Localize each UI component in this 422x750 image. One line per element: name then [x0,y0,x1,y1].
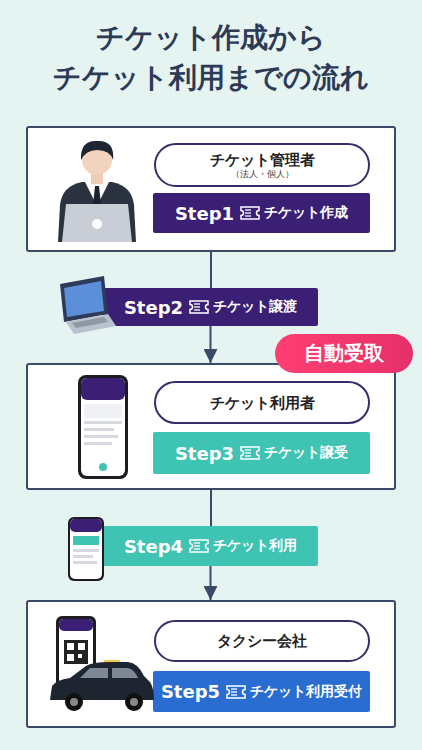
ticket-line [245,452,251,453]
diagram-title: チケット作成から チケット利用までの流れ [20,18,402,98]
step-label: チケット譲渡 [213,298,297,316]
ticket-line [231,694,237,695]
flow-connector [210,566,212,600]
ticket-outline [241,207,259,219]
ticket-line [245,212,251,213]
ticket-line [194,303,200,304]
stage-box: チケット利用者 Step3 チケット譲受 [26,363,396,490]
ticket-line [245,455,251,456]
step-band: Step3 チケット譲受 [153,432,370,474]
step-label: チケット譲受 [264,444,348,462]
step-band: Step4 チケット利用 [103,526,318,566]
laptop-illustration [60,276,116,334]
ticket-line [231,691,237,692]
step-band: Step5 チケット利用受付 [153,671,370,712]
ticket-line [245,209,251,210]
step-number: Step1 [175,203,234,224]
stage-box: タクシー会社 Step5 チケット利用受付 [26,600,396,728]
role-name: タクシー会社 [217,632,307,650]
ticket-outline [190,301,208,313]
role-note: （法人・個人） [231,169,294,180]
phone-illustration [78,375,128,479]
ticket-icon [226,685,246,699]
auto-badge: 自動受取 [275,334,413,373]
ticket-icon [189,300,209,314]
role-pill: チケット利用者 [154,381,370,424]
ticket-line [194,545,200,546]
step-number: Step4 [124,536,183,557]
step-band: Step1 チケット作成 [153,193,370,233]
ticket-icon [240,446,260,460]
ticket-outline [241,447,259,459]
phone-illustration [68,517,104,581]
manager-illustration [58,141,136,242]
role-pill: タクシー会社 [154,620,370,662]
ticket-line [194,548,200,549]
taxi-illustration [50,616,154,711]
role-pill: チケット管理者（法人・個人） [154,143,370,187]
ticket-line [245,215,251,216]
ticket-icon [240,206,260,220]
step-label: チケット利用 [213,537,297,555]
ticket-line [231,688,237,689]
step-band: Step2 チケット譲渡 [103,288,318,326]
badge-text: 自動受取 [304,340,384,367]
step-number: Step2 [124,297,183,318]
ticket-outline [227,686,245,698]
ticket-line [245,449,251,450]
ticket-icon [189,539,209,553]
flow-connector [210,326,212,363]
ticket-outline [190,540,208,552]
stage-box: チケット管理者（法人・個人） Step1 チケット作成 [26,126,396,252]
flow-connector [210,490,212,526]
step-label: チケット作成 [264,204,348,222]
flow-connector [210,252,212,288]
step-label: チケット利用受付 [250,683,362,701]
ticket-line [194,309,200,310]
role-name: チケット管理者 [210,151,315,169]
step-number: Step5 [161,681,220,702]
ticket-line [194,542,200,543]
role-name: チケット利用者 [210,394,315,412]
ticket-line [194,306,200,307]
step-number: Step3 [175,443,234,464]
